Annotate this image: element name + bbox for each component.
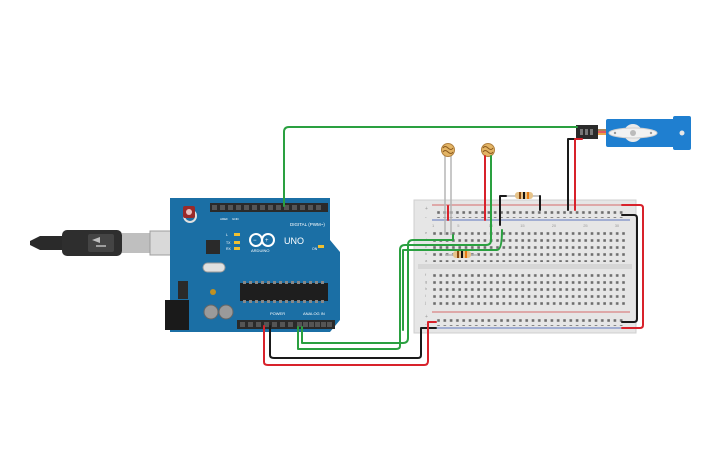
- arduino-logo: − +: [249, 233, 275, 247]
- row-letter-e: e: [425, 230, 428, 235]
- row-letter-g: g: [425, 279, 427, 284]
- row-letter-c: c: [425, 244, 427, 249]
- column-number-30: 30: [615, 223, 620, 228]
- bottom-rail-minus-symbol: -: [425, 322, 427, 328]
- svg-text:+: +: [265, 238, 269, 244]
- row-letter-b: b: [425, 251, 428, 256]
- arduino-uno-board[interactable]: GND AREF DIGITAL (PWM~) − + UNO ARDUINO …: [165, 198, 340, 332]
- bottom-terminal-holes[interactable]: [432, 272, 628, 305]
- svg-text:−: −: [253, 238, 257, 244]
- wire-analog-a1-link[interactable]: [402, 229, 503, 331]
- power-analog-header-pins[interactable]: [240, 322, 332, 327]
- row-letter-f: f: [425, 272, 427, 277]
- column-number-15: 15: [520, 223, 525, 228]
- on-label: ON: [312, 247, 318, 251]
- bottom-rail-holes[interactable]: [436, 316, 626, 326]
- top-rail-holes[interactable]: [436, 208, 626, 218]
- bottom-rail-plus-symbol: +: [425, 314, 428, 320]
- photoresistor-2[interactable]: [481, 143, 495, 157]
- wire-rail-plus-jumper[interactable]: [621, 204, 644, 329]
- row-letter-h: h: [425, 286, 427, 291]
- wires[interactable]: [263, 126, 644, 366]
- column-number-25: 25: [583, 223, 588, 228]
- wire-analog-a1[interactable]: [297, 239, 492, 350]
- top-rail-minus-symbol: -: [425, 215, 427, 221]
- power-header-label: POWER: [270, 311, 285, 316]
- top-rail-plus-symbol: +: [425, 206, 428, 212]
- wire-analog-a0[interactable]: [301, 234, 454, 344]
- wire-arduino-5v[interactable]: [263, 321, 437, 366]
- tx-label: TX: [226, 241, 231, 245]
- analog-header-label: ANALOG IN: [303, 311, 325, 316]
- board-model: UNO: [284, 236, 304, 246]
- column-number-20: 20: [552, 223, 557, 228]
- column-number-5: 5: [457, 223, 460, 228]
- usb-cable: [30, 230, 173, 256]
- wire-resistor1-ground[interactable]: [499, 195, 507, 226]
- resistor-1[interactable]: [506, 192, 540, 199]
- rx-label: RX: [226, 247, 232, 251]
- digital-header-label: DIGITAL (PWM~): [290, 222, 325, 227]
- center-channel: [418, 264, 632, 269]
- row-letter-j: j: [424, 300, 426, 305]
- led-l-label: L: [226, 233, 228, 237]
- row-letter-i: i: [425, 293, 426, 298]
- board-brand: ARDUINO: [251, 248, 269, 253]
- wire-rail-minus-jumper[interactable]: [621, 214, 638, 323]
- column-number-1: 1: [432, 223, 435, 228]
- aref-label: AREF: [220, 217, 228, 221]
- wire-servo-power[interactable]: [574, 138, 583, 211]
- digital-header-pins[interactable]: [212, 205, 321, 210]
- wire-arduino-ground[interactable]: [269, 325, 437, 359]
- gnd-label-top: GND: [232, 217, 240, 221]
- row-letter-a: a: [425, 258, 428, 263]
- wire-servo-ground[interactable]: [567, 138, 579, 211]
- photoresistor-1[interactable]: [441, 143, 455, 236]
- resistor-2[interactable]: [445, 251, 478, 258]
- wire-servo-signal[interactable]: [283, 126, 578, 207]
- servo-motor[interactable]: [576, 116, 691, 150]
